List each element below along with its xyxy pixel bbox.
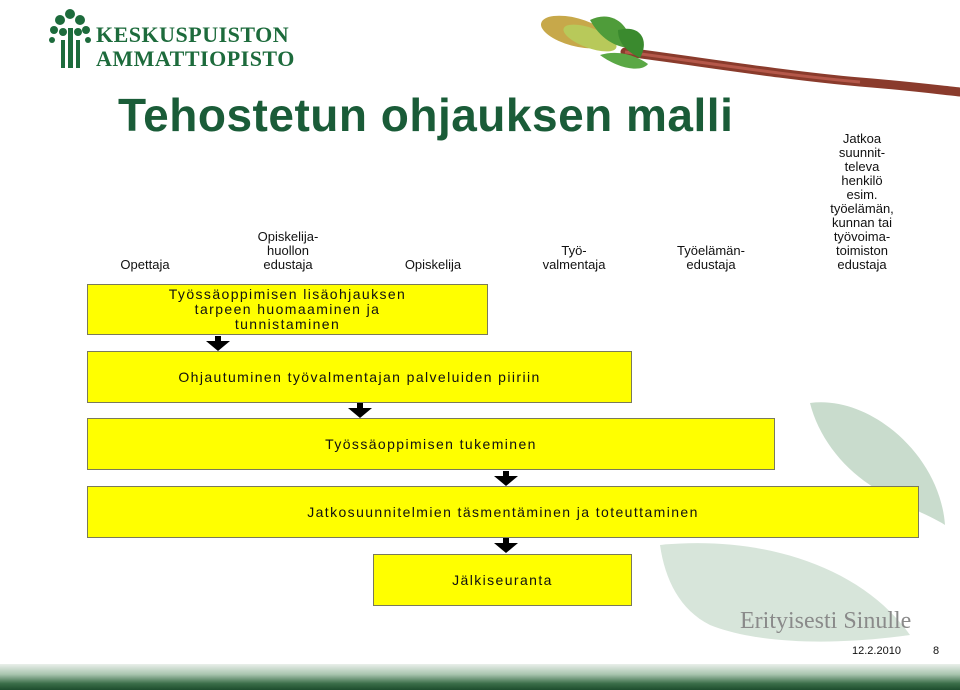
step-box-ohjautuminen: Ohjautuminen työvalmentajan palveluiden … [87,351,632,403]
actor-opettaja: Opettaja [120,257,170,272]
arrow-down-icon [348,403,372,418]
actor-tyoelaman-edustaja: Työelämän- edustaja [677,243,745,272]
arrow-down-icon [206,336,230,351]
step-box-tunnistaminen: Työssäoppimisen lisäohjauksen tarpeen hu… [87,284,488,335]
footer-date: 12.2.2010 [852,645,901,657]
arrow-down-icon [494,538,518,553]
tree-logo-icon [49,9,91,68]
footer-bar [0,664,960,690]
actor-opiskelija: Opiskelija [404,257,462,272]
tagline: Erityisesti Sinulle [740,608,912,634]
step-box-jatkosuunnitelmat: Jatkosuunnitelmien täsmentäminen ja tote… [87,486,919,538]
actor-tyovalmentaja: Työ- valmentaja [542,243,606,272]
step-box-jalkiseuranta: Jälkiseuranta [373,554,632,606]
actor-jatkosuunnittelija: Jatkoa suunnit- televa henkilö esim. työ… [830,131,894,272]
page-number: 8 [933,645,940,657]
branch-decoration-icon [540,15,960,97]
actor-opiskelijahuolto: Opiskelija- huollon edustaja [257,229,319,272]
step-box-tukeminen: Työssäoppimisen tukeminen [87,418,775,470]
arrow-down-icon [494,471,518,486]
logo-text-line2: AMMATTIOPISTO [96,46,295,71]
page-title: Tehostetun ohjauksen malli [118,89,734,141]
logo-text-line1: KESKUSPUISTON [96,22,290,47]
